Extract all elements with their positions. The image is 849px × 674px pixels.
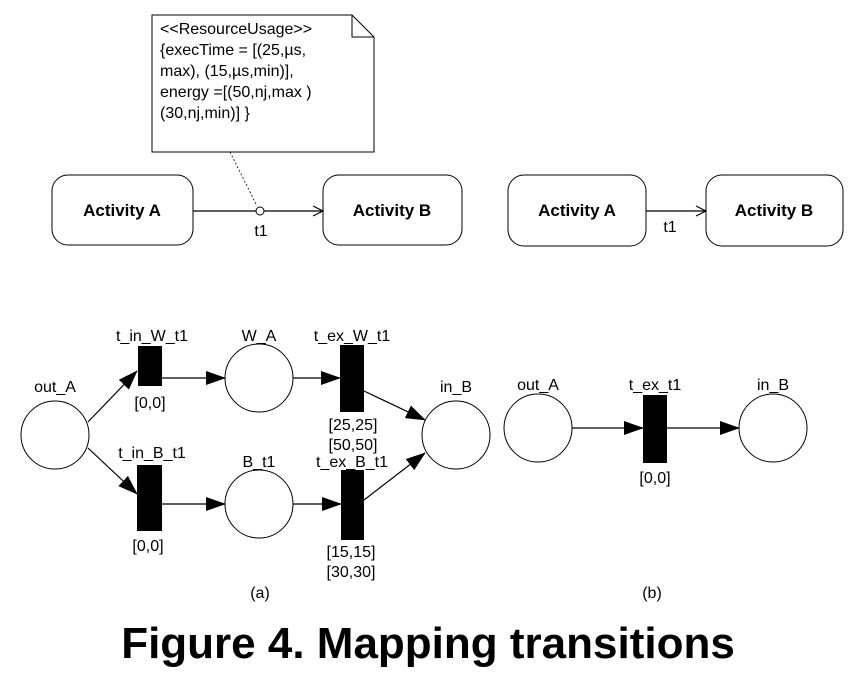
note-line: {execTime = [(25,µs, xyxy=(160,42,306,59)
transition-label: t_ex_t1 xyxy=(629,377,682,394)
interval-label: [50,50] xyxy=(329,437,378,454)
place-b-t1 xyxy=(224,469,294,539)
place-label: B_t1 xyxy=(243,454,276,471)
note-anchor-circle xyxy=(255,206,265,216)
place-in-b xyxy=(421,400,491,470)
note-anchor-line xyxy=(229,151,258,207)
transition-t-ex-b-t1 xyxy=(341,470,364,540)
place-label: in_B xyxy=(440,379,472,396)
place-w-a xyxy=(224,343,294,413)
transition-label: t_in_W_t1 xyxy=(116,328,188,345)
arc xyxy=(87,447,138,495)
place-out-a xyxy=(20,400,90,470)
interval-label: [0,0] xyxy=(132,538,163,555)
transition-label: t_ex_B_t1 xyxy=(316,454,388,471)
interval-label: [15,15] xyxy=(327,544,376,561)
arc xyxy=(363,452,426,501)
place-label: out_A xyxy=(517,377,559,394)
activity-a-label: Activity A xyxy=(83,201,161,220)
arc xyxy=(363,390,426,421)
activity-a-node xyxy=(51,174,194,246)
petri-net-b: out_A t_ex_t1 [0,0] in_B (b) xyxy=(503,377,808,602)
note-line: max), (15,µs,min)], xyxy=(160,63,294,80)
activity-diagram-left: Activity A Activity B t1 xyxy=(51,174,463,246)
transition-label: t1 xyxy=(663,219,676,236)
interval-label: [0,0] xyxy=(134,395,165,412)
note-line: (30,nj,min)] } xyxy=(160,105,250,122)
activity-diagram-right: Activity A Activity B t1 xyxy=(507,174,844,247)
resource-usage-note: <<ResourceUsage>> {execTime = [(25,µs, m… xyxy=(151,14,375,207)
transition-t-ex-w-t1 xyxy=(340,345,364,412)
subfigure-caption: (a) xyxy=(250,585,270,602)
activity-b-label: Activity B xyxy=(735,201,813,220)
place-out-a xyxy=(503,393,573,463)
place-label: out_A xyxy=(34,379,76,396)
interval-label: [0,0] xyxy=(639,470,670,487)
place-label: in_B xyxy=(757,377,789,394)
transition-label: t_in_B_t1 xyxy=(118,445,186,462)
subfigure-caption: (b) xyxy=(642,585,662,602)
petri-net-a: out_A t_in_W_t1 [0,0] W_A t_ex_W_t1 [25,… xyxy=(20,328,491,602)
place-label: W_A xyxy=(242,328,277,345)
activity-a-label: Activity A xyxy=(538,201,616,220)
transition-t-in-b-t1 xyxy=(137,465,162,531)
transition-t-ex-t1 xyxy=(643,395,667,463)
activity-b-label: Activity B xyxy=(353,201,431,220)
figure-caption: Figure 4. Mapping transitions xyxy=(121,619,735,668)
note-line: <<ResourceUsage>> xyxy=(160,21,312,38)
interval-label: [30,30] xyxy=(327,564,376,581)
transition-label: t_ex_W_t1 xyxy=(314,328,391,345)
transition-label: t1 xyxy=(254,223,267,240)
note-line: energy =[(50,nj,max ) xyxy=(160,84,312,101)
arc xyxy=(87,370,138,423)
interval-label: [25,25] xyxy=(329,417,378,434)
transition-t-in-w-t1 xyxy=(138,346,162,386)
place-in-b xyxy=(738,393,808,463)
